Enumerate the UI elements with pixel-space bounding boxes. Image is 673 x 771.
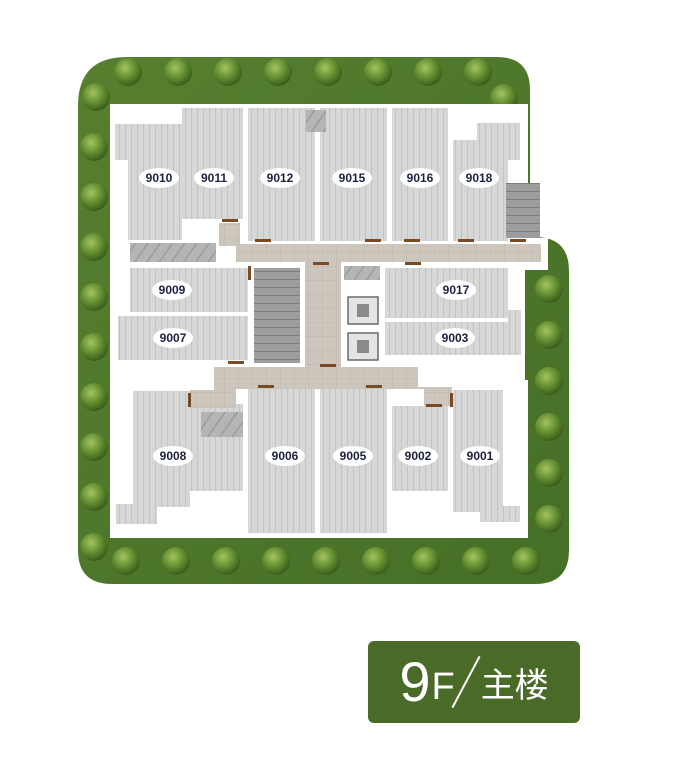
svg-text:9018: 9018 <box>466 171 493 185</box>
tree-row <box>80 58 563 575</box>
svg-text:9010: 9010 <box>146 171 173 185</box>
unit-9018[interactable]: 9018 <box>459 168 499 188</box>
tree <box>80 433 108 461</box>
svg-text:9006: 9006 <box>272 449 299 463</box>
tree <box>212 547 240 575</box>
tree <box>264 58 292 86</box>
tree <box>162 547 190 575</box>
tree <box>262 547 290 575</box>
unit-9008[interactable]: 9008 <box>153 446 193 466</box>
tree <box>80 483 108 511</box>
tree <box>112 547 140 575</box>
tree <box>80 383 108 411</box>
tree <box>535 275 563 303</box>
svg-text:9015: 9015 <box>339 171 366 185</box>
tree <box>312 547 340 575</box>
stairwells <box>254 183 540 363</box>
tree <box>362 547 390 575</box>
svg-text:9011: 9011 <box>201 171 227 185</box>
svg-text:9009: 9009 <box>159 283 186 297</box>
tree <box>535 367 563 395</box>
svg-text:9008: 9008 <box>160 449 187 463</box>
svg-text:9002: 9002 <box>405 449 432 463</box>
tree <box>535 459 563 487</box>
svg-text:9016: 9016 <box>407 171 434 185</box>
tree <box>164 58 192 86</box>
tree <box>80 233 108 261</box>
elevators <box>347 296 379 361</box>
tree <box>80 133 108 161</box>
tree <box>80 283 108 311</box>
unit-9017[interactable]: 9017 <box>436 280 476 300</box>
building-name: 主楼 <box>480 666 549 706</box>
unit-9007[interactable]: 9007 <box>153 328 193 348</box>
tree <box>82 83 110 111</box>
tree <box>80 183 108 211</box>
svg-text:9001: 9001 <box>467 449 494 463</box>
floor-letter: F <box>431 666 455 708</box>
tree <box>462 547 490 575</box>
floor-number: 9 <box>399 650 430 713</box>
floor-badge: 9 F 主楼 <box>368 641 580 723</box>
unit-9015[interactable]: 9015 <box>332 168 372 188</box>
unit-labels: 9010 9011 9012 9015 9016 9018 9009 9017 <box>139 168 500 466</box>
tree <box>414 58 442 86</box>
tree <box>535 505 563 533</box>
tree <box>114 58 142 86</box>
unit-9011[interactable]: 9011 <box>194 168 234 188</box>
tree <box>535 413 563 441</box>
unit-9005[interactable]: 9005 <box>333 446 373 466</box>
svg-text:9005: 9005 <box>340 449 367 463</box>
doors <box>188 219 526 407</box>
tree <box>535 321 563 349</box>
corridors <box>190 223 541 408</box>
tree <box>80 333 108 361</box>
tree <box>464 58 492 86</box>
unit-9009[interactable]: 9009 <box>152 280 192 300</box>
unit-9012[interactable]: 9012 <box>260 168 300 188</box>
unit-9002[interactable]: 9002 <box>398 446 438 466</box>
tree <box>80 533 108 561</box>
unit-9001[interactable]: 9001 <box>460 446 500 466</box>
tree <box>364 58 392 86</box>
tree <box>314 58 342 86</box>
unit-9003[interactable]: 9003 <box>435 328 475 348</box>
tree <box>512 547 540 575</box>
svg-text:9017: 9017 <box>443 283 470 297</box>
svg-text:9003: 9003 <box>442 331 469 345</box>
tree <box>214 58 242 86</box>
slash-divider <box>451 655 481 709</box>
unit-9006[interactable]: 9006 <box>265 446 305 466</box>
svg-text:9012: 9012 <box>267 171 294 185</box>
tree <box>412 547 440 575</box>
unit-9010[interactable]: 9010 <box>139 168 179 188</box>
service-areas <box>130 110 380 437</box>
svg-text:9007: 9007 <box>160 331 187 345</box>
unit-9016[interactable]: 9016 <box>400 168 440 188</box>
